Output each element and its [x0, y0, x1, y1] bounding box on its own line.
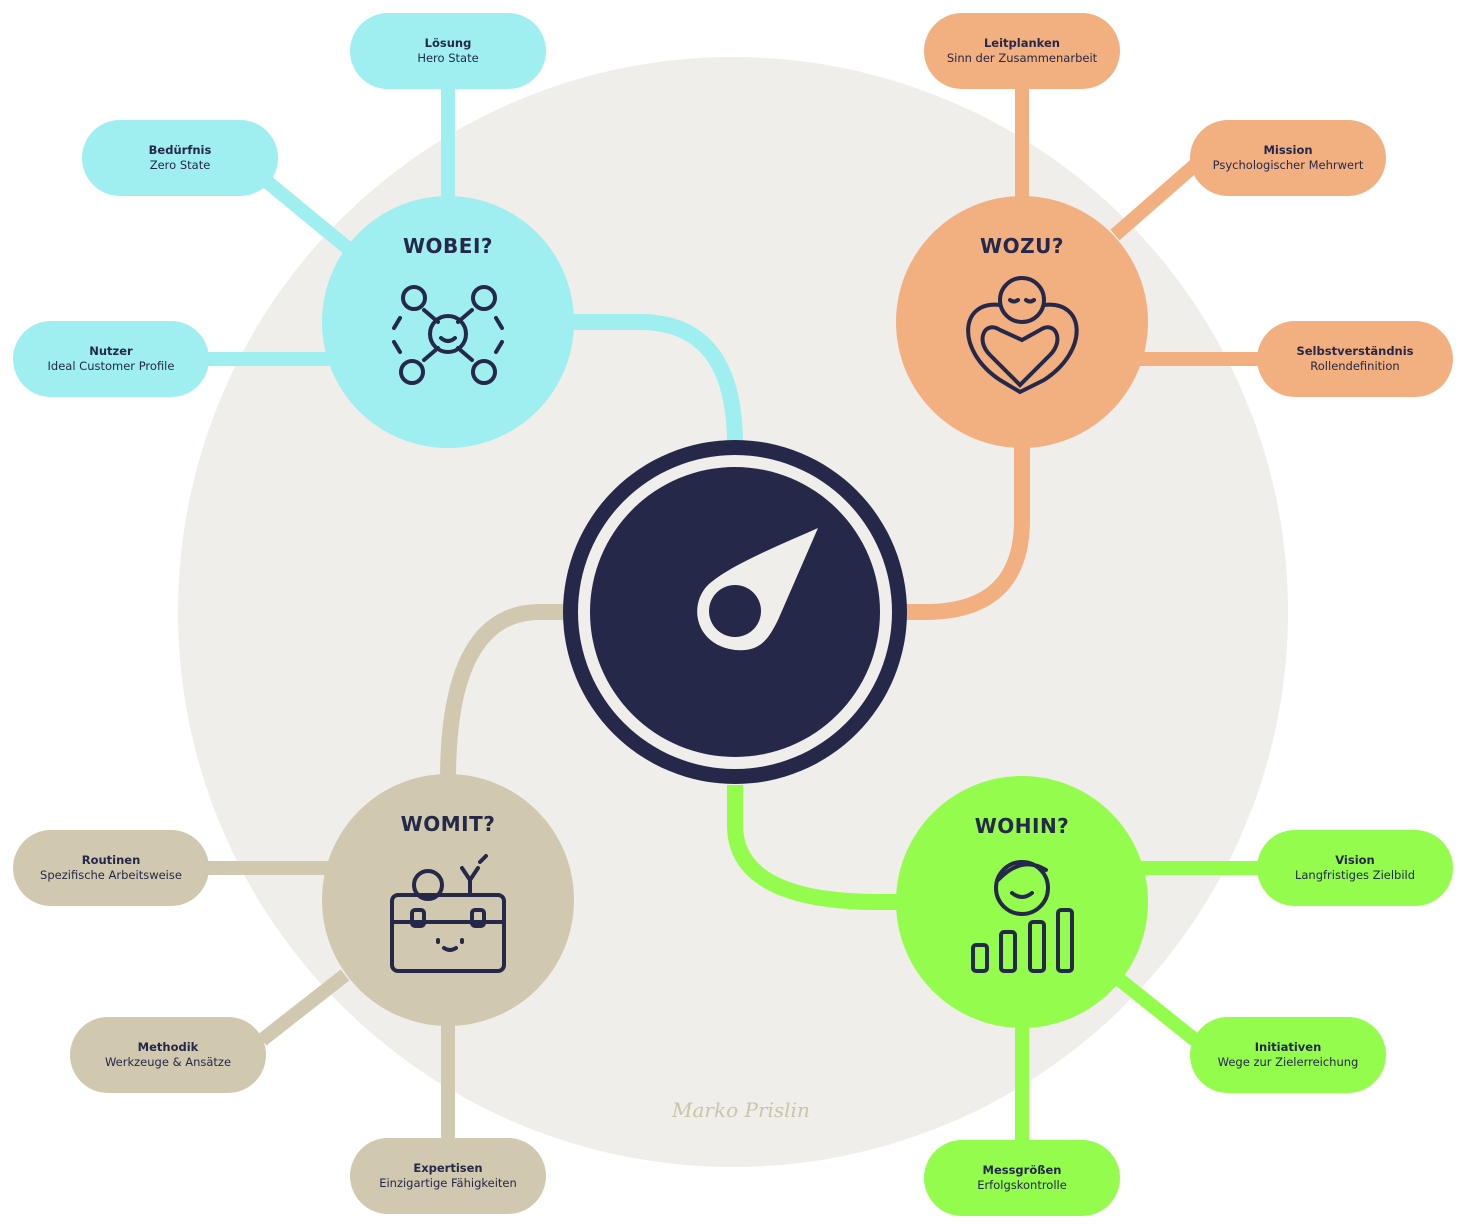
center-compass [563, 440, 907, 784]
self-love-heart-icon [966, 276, 1079, 395]
wozu-connectors [900, 88, 1262, 620]
hub-title-wobei: WOBEI? [402, 234, 493, 258]
hub-wohin [896, 776, 1148, 1028]
hub-title-wozu: WOZU? [980, 234, 1064, 258]
node-title: Expertisen [413, 1161, 483, 1175]
node-title: Selbstverständnis [1296, 344, 1414, 358]
node-subtitle: Werkzeuge & Ansätze [104, 1055, 232, 1069]
node-title: Nutzer [89, 344, 133, 358]
node-title: Lösung [424, 36, 472, 50]
node-title: Mission [1263, 143, 1313, 157]
node-subtitle: Psychologischer Mehrwert [1212, 158, 1364, 172]
toolbox-icon [390, 854, 506, 973]
node-subtitle: Wege zur Zielerreichung [1217, 1055, 1359, 1069]
node-title: Leitplanken [983, 36, 1060, 50]
node-subtitle: Zero State [149, 158, 211, 172]
node-title: Routinen [81, 853, 141, 867]
node-title: Bedürfnis [148, 143, 212, 157]
growth-chart-icon [971, 860, 1074, 973]
node-subtitle: Rollendefinition [1310, 359, 1400, 373]
node-subtitle: Ideal Customer Profile [47, 359, 175, 373]
node-title: Messgrößen [982, 1163, 1062, 1177]
people-group-icon [392, 285, 504, 385]
wobei-connectors [205, 88, 743, 446]
womit-connectors [205, 604, 568, 1140]
node-subtitle: Spezifische Arbeitsweise [40, 868, 182, 882]
hub-title-wohin: WOHIN? [974, 814, 1070, 838]
hub-womit [322, 774, 574, 1026]
node-title: Initiativen [1254, 1040, 1322, 1054]
node-title: Methodik [137, 1040, 199, 1054]
compass-needle-icon [697, 528, 818, 651]
node-subtitle: Langfristiges Zielbild [1294, 868, 1416, 882]
hub-title-womit: WOMIT? [400, 812, 496, 836]
signature-logo: Marko Prislin [672, 1098, 810, 1122]
wohin-connectors [727, 785, 1262, 1142]
hub-wobei [322, 196, 574, 448]
node-subtitle: Hero State [417, 51, 479, 65]
node-subtitle: Sinn der Zusammenarbeit [946, 51, 1098, 65]
node-subtitle: Erfolgskontrolle [977, 1178, 1067, 1192]
node-title: Vision [1335, 853, 1375, 867]
node-subtitle: Einzigartige Fähigkeiten [379, 1176, 517, 1190]
